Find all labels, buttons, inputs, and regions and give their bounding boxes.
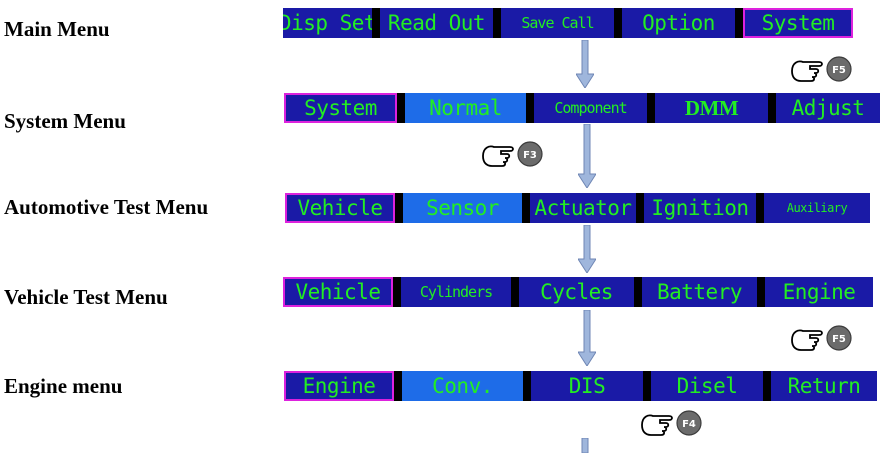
down-arrow-icon (578, 225, 596, 273)
menu-button-sensor[interactable]: Sensor (403, 193, 522, 223)
menu-button-ignition[interactable]: Ignition (644, 193, 756, 223)
menu-button-cycles[interactable]: Cycles (519, 277, 634, 307)
menu-button-system-selected[interactable]: System (284, 93, 397, 123)
label-automotive-test-menu: Automotive Test Menu (4, 195, 209, 219)
menu-button-read-out[interactable]: Read Out (380, 8, 493, 38)
vehicle-test-menu-bar: Vehicle Cylinders Cycles Battery Engine (283, 277, 873, 307)
menu-button-normal[interactable]: Normal (405, 93, 526, 123)
system-menu-bar: System Normal Component DMM Adjust (284, 93, 880, 123)
menu-button-vehicle[interactable]: Vehicle (285, 193, 395, 223)
label-engine-menu: Engine menu (4, 374, 123, 398)
down-arrow-icon (578, 310, 596, 366)
menu-button-save-call[interactable]: Save Call (501, 8, 614, 38)
svg-text:F5: F5 (832, 334, 846, 345)
pointing-hand-icon: F4 (641, 410, 702, 436)
label-main-menu: Main Menu (4, 17, 110, 41)
label-system-menu: System Menu (4, 109, 126, 133)
menu-button-battery[interactable]: Battery (642, 277, 757, 307)
pointing-hand-icon: F5 (791, 56, 852, 82)
automotive-test-menu-bar: Vehicle Sensor Actuator Ignition Auxilia… (285, 193, 870, 223)
menu-button-system[interactable]: System (743, 8, 853, 38)
menu-button-dis[interactable]: DIS (531, 371, 643, 401)
pointing-hand-icon: F3 (482, 141, 543, 167)
menu-button-engine-selected[interactable]: Engine (284, 371, 394, 401)
menu-button-conv[interactable]: Conv. (402, 371, 523, 401)
menu-button-return[interactable]: Return (771, 371, 877, 401)
pointing-hand-icon: F5 (791, 325, 852, 351)
main-menu-bar: Disp Set Read Out Save Call Option Syste… (283, 8, 853, 38)
menu-button-disel[interactable]: Disel (651, 371, 763, 401)
down-arrow-icon (576, 40, 594, 88)
svg-text:F4: F4 (682, 419, 696, 430)
svg-text:F5: F5 (832, 65, 846, 76)
f3-key-icon: F3 (517, 141, 543, 167)
label-vehicle-test-menu: Vehicle Test Menu (4, 285, 168, 309)
menu-button-actuator[interactable]: Actuator (530, 193, 636, 223)
menu-button-vehicle-selected[interactable]: Vehicle (283, 277, 393, 307)
pointing-hand-f3-icon: F3 (480, 136, 544, 172)
menu-button-engine[interactable]: Engine (765, 277, 873, 307)
pointing-hand-f5-icon: F5 (789, 320, 853, 356)
down-arrow-icon (581, 438, 589, 453)
pointing-hand-f4-icon: F4 (639, 405, 703, 441)
menu-button-cylinders[interactable]: Cylinders (401, 277, 511, 307)
f5-key-icon: F5 (826, 325, 852, 351)
menu-button-option[interactable]: Option (622, 8, 735, 38)
engine-menu-bar: Engine Conv. DIS Disel Return (284, 371, 877, 401)
menu-button-adjust[interactable]: Adjust (776, 93, 880, 123)
pointing-hand-f5-icon: F5 (789, 51, 853, 87)
f4-key-icon: F4 (676, 410, 702, 436)
svg-text:F3: F3 (523, 150, 537, 161)
menu-button-disp-set[interactable]: Disp Set (283, 8, 372, 38)
f5-key-icon: F5 (826, 56, 852, 82)
menu-button-auxiliary[interactable]: Auxiliary (764, 193, 870, 223)
menu-button-component[interactable]: Component (534, 93, 647, 123)
menu-button-dmm[interactable]: DMM (655, 93, 768, 123)
down-arrow-icon (578, 124, 596, 188)
